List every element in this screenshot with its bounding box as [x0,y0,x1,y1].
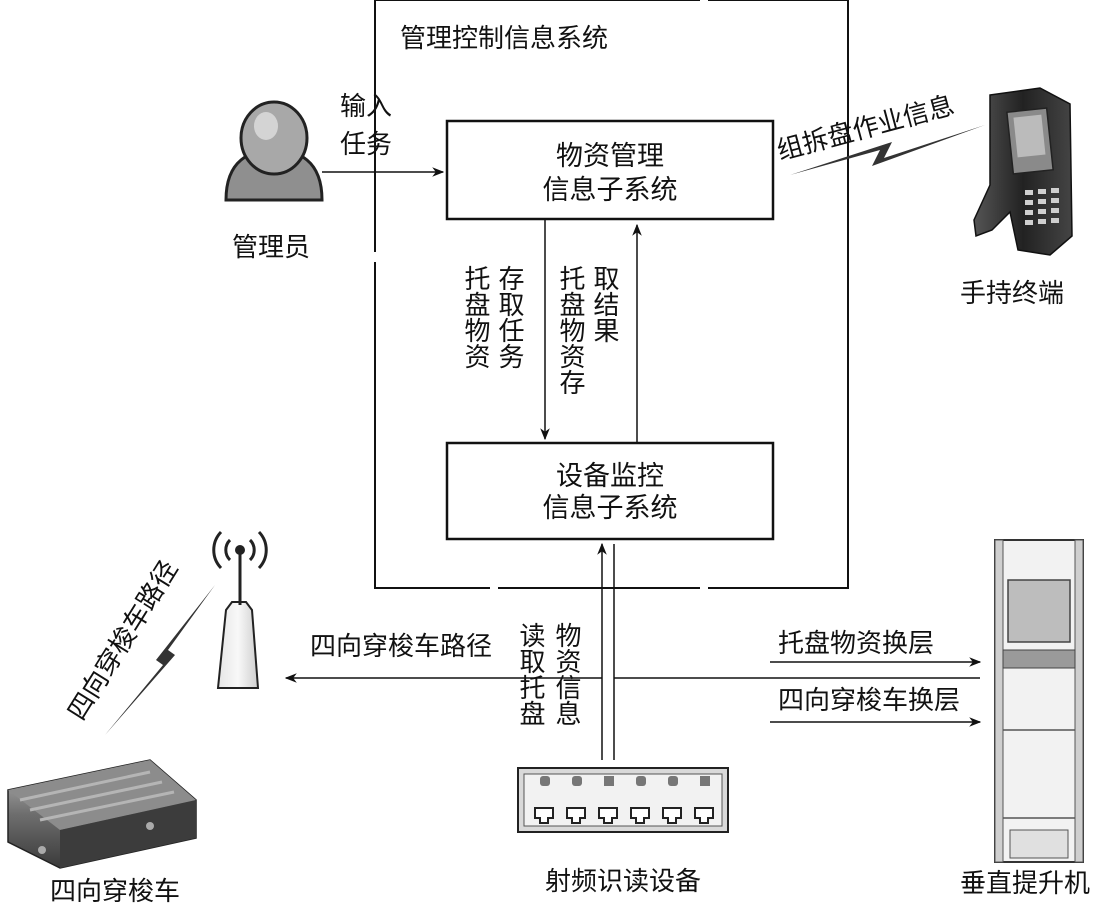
equipment-box-line1: 设备监控 [556,461,664,492]
admin-label: 管理员 [232,233,310,263]
person-icon [224,100,324,202]
shuttle-vehicle-icon [7,759,197,869]
system-title: 管理控制信息系统 [400,24,608,54]
access-task-line1: 托盘物资 [460,265,490,369]
equipment-box-line2: 信息子系统 [543,493,678,524]
shuttle-path-label: 四向穿梭车路径 [310,632,492,662]
system-boundary [374,0,849,589]
access-result-label: 托盘物资存 取结果 [555,265,619,395]
handheld-terminal-icon [973,87,1073,256]
material-box-line1: 物资管理 [556,141,664,172]
rfid-reader-icon [517,767,729,833]
access-result-line1: 托盘物资存 [555,265,585,395]
handheld-info-label: 组拆盘作业信息 [774,91,958,167]
wireless-antenna-icon [212,530,268,689]
shuttle-wireless-signal-icon [105,585,215,735]
read-info-line2: 物资信息 [551,622,581,726]
equipment-subsystem-box: 设备监控 信息子系统 [445,441,775,541]
shuttle-label: 四向穿梭车 [50,877,180,907]
vertical-lift-icon [994,539,1084,863]
wireless-signal-icon [790,125,985,175]
pallet-change-label: 托盘物资换层 [778,629,934,659]
lift-label: 垂直提升机 [960,869,1090,899]
access-task-line2: 存取任务 [494,265,524,369]
read-info-label: 读取托盘 物资信息 [515,622,581,726]
access-task-label: 托盘物资 存取任务 [460,265,524,369]
shuttle-change-label: 四向穿梭车换层 [778,686,960,716]
material-box-line2: 信息子系统 [543,175,678,206]
input-task-line2: 任务 [340,130,392,160]
shuttle-path-diag-label: 四向穿梭车路径 [62,555,184,725]
rfid-label: 射频识读设备 [545,867,701,897]
material-subsystem-box: 物资管理 信息子系统 [445,119,775,221]
read-info-line1: 读取托盘 [515,622,545,726]
input-task-line1: 输入 [340,92,392,122]
handheld-label: 手持终端 [960,279,1064,309]
access-result-line2: 取结果 [589,265,619,343]
